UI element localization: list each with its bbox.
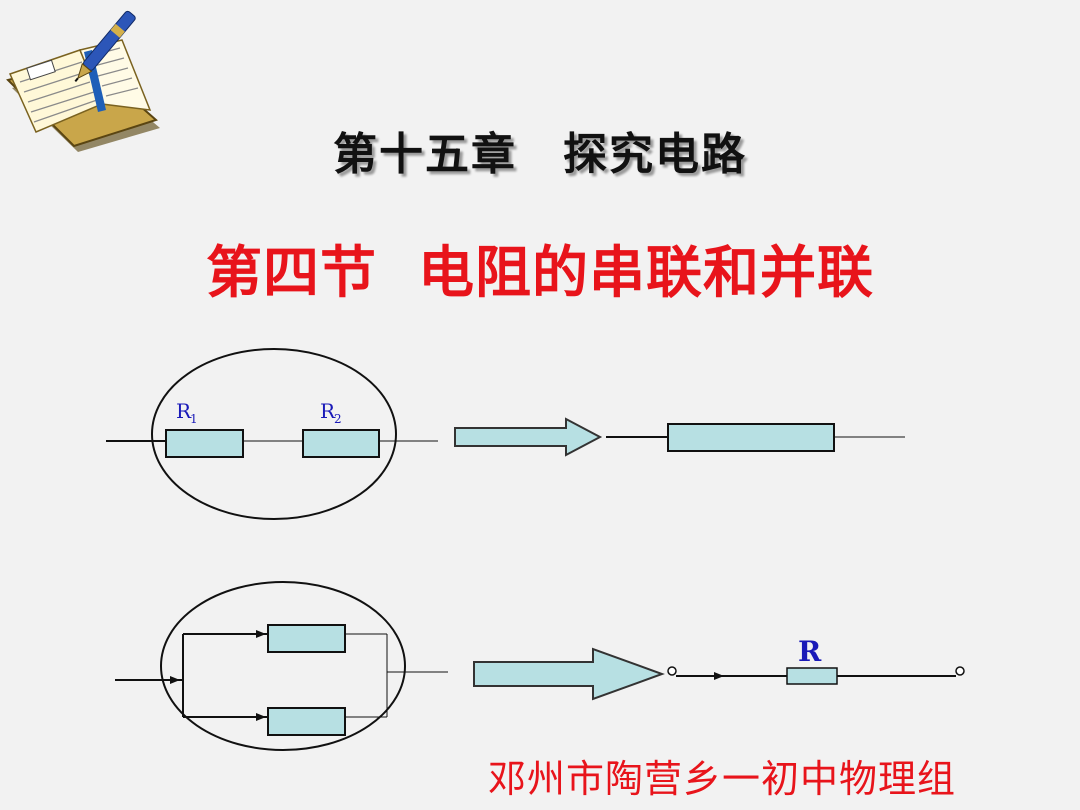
series-arrow-icon [454, 417, 603, 457]
notebook-pen-icon [6, 10, 160, 152]
section-title: 第四节 电阻的串联和并联 [206, 241, 874, 306]
r1-subscript: 1 [190, 412, 198, 426]
resistor-r2 [302, 429, 380, 458]
parallel-resistor-bottom [267, 707, 346, 736]
terminal-left [667, 666, 677, 676]
r-equivalent-label: R [798, 635, 822, 668]
r2-subscript: 2 [334, 412, 342, 426]
parallel-resistor-top [267, 624, 346, 653]
resistor-r1 [165, 429, 244, 458]
parallel-equivalent-resistor [786, 667, 838, 685]
r1-label: R [176, 399, 192, 423]
series-group-ellipse [151, 348, 397, 520]
terminal-right [955, 666, 965, 676]
parallel-arrow-icon [473, 647, 665, 701]
parallel-group-ellipse [160, 581, 406, 751]
footer-credit: 邓州市陶营乡一初中物理组 [488, 757, 957, 801]
series-equivalent-resistor [667, 423, 835, 452]
r2-label: R [320, 399, 336, 423]
chapter-title: 第十五章 探究电路 [333, 129, 747, 180]
